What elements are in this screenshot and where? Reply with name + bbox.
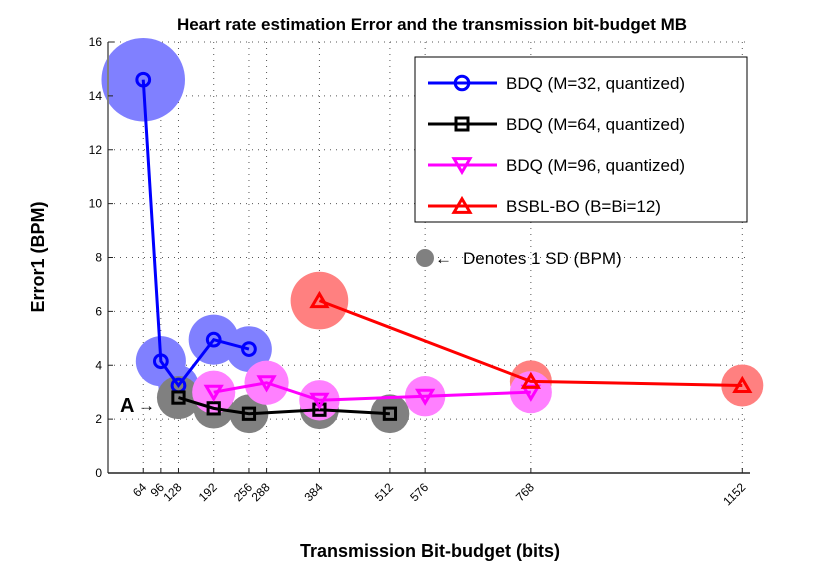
series-line — [141, 79, 250, 388]
y-tick-label: 0 — [95, 466, 102, 480]
square-marker-icon — [241, 406, 257, 421]
y-tick-label: 2 — [95, 412, 102, 426]
sd-circle — [721, 364, 764, 407]
x-tick-label: 128 — [161, 480, 185, 504]
x-axis-label: Transmission Bit-budget (bits) — [300, 541, 560, 561]
circle-marker-icon — [453, 74, 471, 92]
series-line — [178, 396, 390, 416]
y-tick-label: 4 — [95, 358, 102, 372]
triangle-down-marker-icon — [415, 388, 436, 406]
y-tick-label: 6 — [95, 304, 102, 318]
triangle-up-marker-icon — [732, 375, 753, 393]
square-marker-icon — [171, 390, 186, 405]
legend-label: BDQ (M=96, quantized) — [506, 156, 685, 175]
sd-annotation-arrow: ← — [435, 249, 452, 268]
circle-marker-icon — [205, 331, 222, 348]
x-tick-label: 1152 — [720, 480, 748, 508]
legend-label: BDQ (M=32, quantized) — [506, 74, 685, 93]
square-marker-icon — [454, 116, 470, 132]
triangle-down-marker-icon — [451, 157, 473, 176]
square-marker-icon — [382, 406, 398, 421]
series-lines — [141, 79, 743, 416]
chart-title: Heart rate estimation Error and the tran… — [177, 15, 687, 34]
legend-label: BDQ (M=64, quantized) — [506, 115, 685, 134]
circle-marker-icon — [152, 353, 169, 370]
y-tick-label: 10 — [89, 197, 103, 211]
point-a-arrow: → — [138, 396, 155, 415]
y-tick-labels: 0 2 4 6 8 10 12 14 16 — [89, 35, 113, 480]
sd-legend-dot-icon — [416, 249, 434, 267]
markers — [135, 71, 753, 421]
legend: BDQ (M=32, quantized) BDQ (M=64, quantize… — [414, 56, 748, 223]
y-tick-label: 12 — [89, 143, 103, 157]
sd-annotation: ← Denotes 1 SD (BPM) — [416, 249, 622, 268]
x-tick-label: 192 — [196, 480, 220, 504]
sd-circle — [370, 394, 410, 434]
triangle-down-marker-icon — [309, 392, 330, 410]
triangle-up-marker-icon — [451, 195, 473, 214]
x-tick-label: 288 — [249, 480, 273, 504]
point-a-annotation: A → — [120, 395, 155, 417]
x-tick-label: 512 — [372, 480, 396, 504]
sd-circle — [101, 37, 185, 122]
x-tick-label: 576 — [407, 480, 431, 504]
triangle-down-marker-icon — [256, 375, 277, 393]
y-tick-label: 8 — [95, 251, 102, 265]
triangle-down-marker-icon — [203, 384, 224, 402]
point-a-label: A — [120, 395, 134, 417]
series-line — [213, 381, 531, 402]
triangle-up-marker-icon — [309, 290, 330, 309]
x-tick-label: 768 — [513, 480, 537, 504]
series-line — [318, 299, 743, 387]
circle-marker-icon — [241, 341, 257, 357]
sd-annotation-text: Denotes 1 SD (BPM) — [463, 249, 622, 268]
triangle-up-marker-icon — [520, 371, 541, 389]
x-tick-label: 384 — [301, 480, 325, 504]
circle-marker-icon — [135, 71, 152, 88]
y-tick-label: 14 — [89, 89, 103, 103]
square-marker-icon — [206, 401, 221, 416]
y-tick-label: 16 — [89, 35, 103, 49]
legend-label: BSBL-BO (B=Bi=12) — [506, 197, 661, 216]
y-axis-label: Error1 (BPM) — [28, 201, 48, 312]
